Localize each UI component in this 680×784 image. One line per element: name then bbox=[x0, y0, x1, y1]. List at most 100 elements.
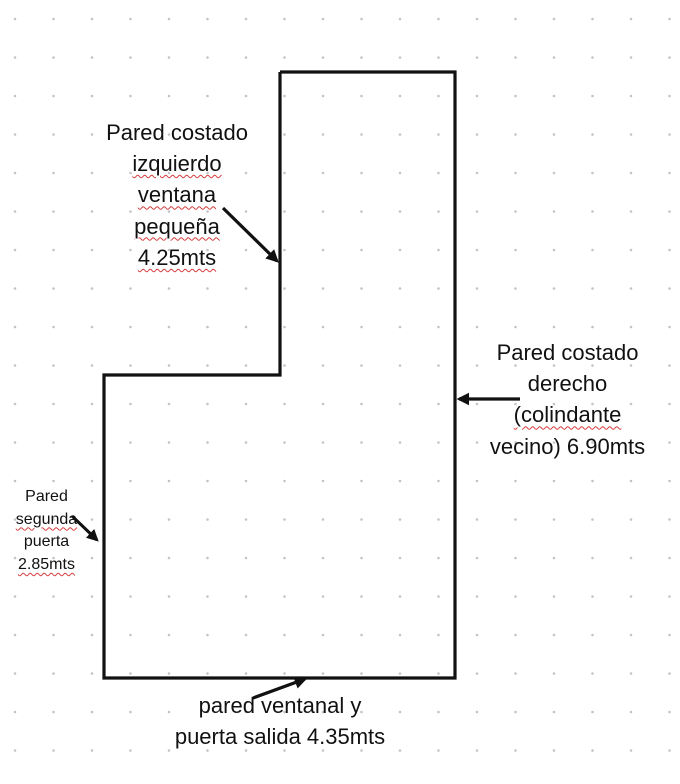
grid-dot bbox=[13, 56, 17, 59]
grid-dot bbox=[90, 633, 94, 637]
grid-dot bbox=[398, 441, 402, 444]
grid-dot bbox=[13, 287, 17, 290]
grid-dot bbox=[321, 595, 325, 598]
grid-dot bbox=[52, 248, 55, 252]
grid-dot bbox=[129, 171, 132, 175]
grid-dot bbox=[283, 364, 286, 367]
grid-dot bbox=[167, 94, 171, 98]
grid-dot bbox=[475, 133, 479, 136]
grid-dot bbox=[629, 749, 633, 752]
grid-dot bbox=[552, 210, 556, 213]
grid-dot bbox=[514, 56, 517, 59]
grid-dot bbox=[514, 672, 517, 675]
grid-dot bbox=[13, 210, 17, 213]
grid-dot bbox=[129, 710, 132, 714]
grid-dot bbox=[90, 518, 94, 521]
door-wall-label-line: 2.85mts bbox=[18, 556, 75, 574]
grid-dot bbox=[206, 595, 209, 598]
grid-dot bbox=[206, 248, 209, 252]
grid-dot bbox=[552, 633, 556, 637]
grid-dot bbox=[206, 171, 209, 175]
grid-dot bbox=[360, 441, 363, 444]
grid-dot bbox=[514, 171, 517, 175]
grid-dot bbox=[13, 479, 17, 483]
grid-dot bbox=[552, 325, 556, 329]
grid-dot bbox=[129, 364, 132, 367]
grid-dot bbox=[244, 364, 248, 367]
grid-dot bbox=[437, 749, 440, 752]
grid-dot bbox=[52, 210, 55, 213]
grid-dot bbox=[437, 94, 440, 98]
grid-dot bbox=[360, 518, 363, 521]
right-wall-label-line: (colindante bbox=[513, 402, 622, 428]
grid-dot bbox=[244, 17, 248, 21]
grid-dot bbox=[437, 364, 440, 367]
grid-dot bbox=[321, 133, 325, 136]
grid-dot bbox=[13, 133, 17, 136]
grid-dot bbox=[629, 441, 633, 444]
grid-dot bbox=[475, 633, 479, 637]
grid-dot bbox=[167, 595, 171, 598]
grid-dot bbox=[437, 171, 440, 175]
grid-dot bbox=[167, 364, 171, 367]
grid-dot bbox=[437, 710, 440, 714]
grid-dot bbox=[552, 402, 556, 406]
grid-dot bbox=[52, 441, 55, 444]
grid-dot bbox=[514, 518, 517, 521]
grid-dot bbox=[129, 518, 132, 521]
grid-dot bbox=[90, 94, 94, 98]
grid-dot bbox=[514, 210, 517, 213]
grid-dot bbox=[244, 672, 248, 675]
grid-dot bbox=[206, 56, 209, 59]
grid-dot bbox=[668, 595, 671, 598]
grid-dot bbox=[668, 633, 671, 637]
grid-dot bbox=[398, 171, 402, 175]
grid-dot bbox=[206, 210, 209, 213]
grid-dot bbox=[167, 325, 171, 329]
grid-dot bbox=[52, 94, 55, 98]
grid-dot bbox=[129, 633, 132, 637]
grid-dot bbox=[514, 364, 517, 367]
grid-dot bbox=[283, 248, 286, 252]
left-wall-label-line: 4.25mts bbox=[137, 244, 217, 270]
grid-dot bbox=[629, 595, 633, 598]
grid-dot bbox=[360, 672, 363, 675]
bottom-wall-label-line: pared ventanal y bbox=[198, 693, 362, 718]
grid-dot bbox=[475, 210, 479, 213]
grid-dot bbox=[360, 402, 363, 406]
grid-dot bbox=[206, 364, 209, 367]
grid-dot bbox=[321, 17, 325, 21]
grid-dot bbox=[437, 518, 440, 521]
grid-dot bbox=[437, 325, 440, 329]
grid-dot bbox=[514, 441, 517, 444]
grid-dot bbox=[206, 325, 209, 329]
grid-dot bbox=[13, 325, 17, 329]
grid-dot bbox=[206, 17, 209, 21]
grid-dot bbox=[13, 749, 17, 752]
grid-dot bbox=[283, 56, 286, 59]
grid-dot bbox=[475, 325, 479, 329]
grid-dot bbox=[90, 556, 94, 560]
grid-dot bbox=[475, 364, 479, 367]
grid-dot bbox=[398, 287, 402, 290]
right-wall-label-line: vecino) 6.90mts bbox=[489, 433, 646, 459]
grid-dot bbox=[52, 710, 55, 714]
grid-dot bbox=[13, 556, 17, 560]
room-outline bbox=[102, 70, 457, 680]
grid-dot bbox=[244, 556, 248, 560]
grid-dot bbox=[244, 518, 248, 521]
right-wall-label: Pared costado derecho (colindante vecino… bbox=[455, 337, 680, 462]
grid-dot bbox=[629, 633, 633, 637]
grid-dot bbox=[629, 672, 633, 675]
grid-dot bbox=[437, 56, 440, 59]
grid-dot bbox=[90, 210, 94, 213]
grid-dot bbox=[283, 633, 286, 637]
grid-dot bbox=[629, 479, 633, 483]
grid-dot bbox=[360, 171, 363, 175]
grid-dot bbox=[129, 749, 132, 752]
grid-dot bbox=[552, 441, 556, 444]
grid-dot bbox=[283, 133, 286, 136]
grid-dot bbox=[668, 479, 671, 483]
grid-dot bbox=[668, 441, 671, 444]
grid-dot bbox=[437, 441, 440, 444]
